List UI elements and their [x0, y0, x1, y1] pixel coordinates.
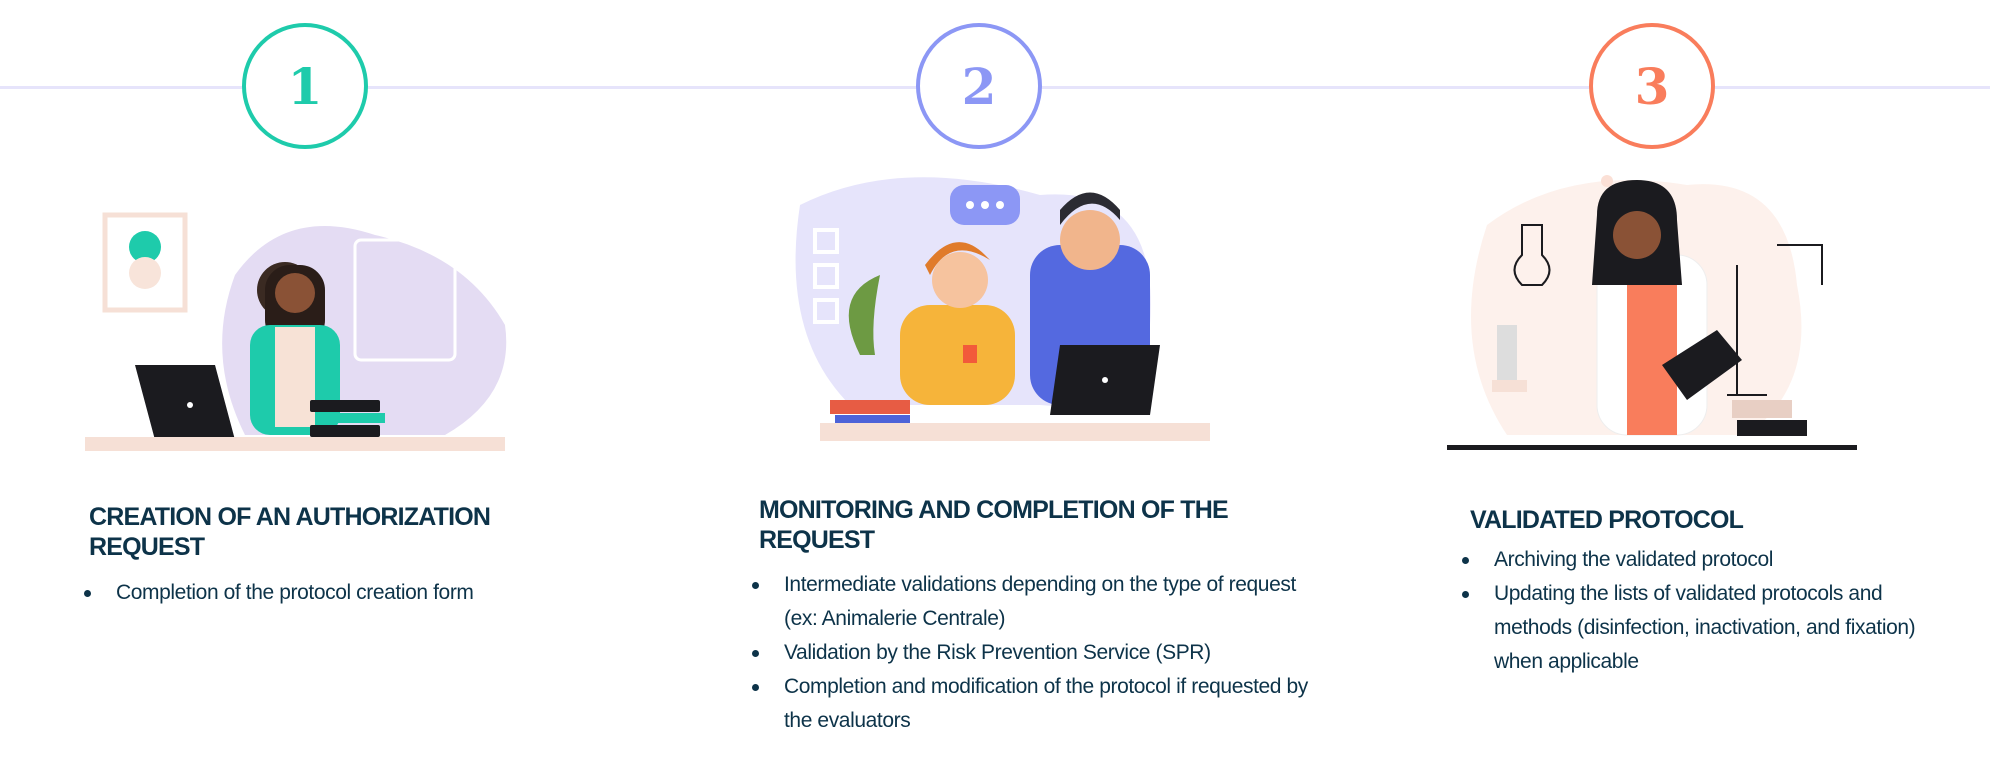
step-2-badge: 2	[916, 23, 1042, 149]
step-2-bullet-list: Intermediate validations depending on th…	[750, 568, 1310, 738]
step-3-title: Validated protocol	[1470, 506, 1744, 534]
list-item: Intermediate validations depending on th…	[750, 568, 1310, 636]
scientist-with-lab-equipment-illustration	[1447, 175, 1857, 450]
list-item: Completion and modification of the proto…	[750, 670, 1310, 738]
list-item: Completion of the protocol creation form	[82, 576, 532, 610]
woman-at-laptop-illustration	[85, 212, 507, 451]
step-3-badge: 3	[1589, 23, 1715, 149]
step-1-bullet-list: Completion of the protocol creation form	[82, 576, 532, 610]
list-item: Updating the lists of validated protocol…	[1460, 577, 1960, 679]
step-3-bullet-list: Archiving the validated protocol Updatin…	[1460, 543, 1960, 679]
step-1-title: Creation of an authorization request	[89, 503, 491, 561]
step-1-badge: 1	[242, 23, 368, 149]
two-people-at-laptop-illustration	[795, 177, 1210, 441]
step-2-title: Monitoring and completion of the request	[759, 496, 1229, 554]
list-item: Validation by the Risk Prevention Servic…	[750, 636, 1310, 670]
list-item: Archiving the validated protocol	[1460, 543, 1960, 577]
